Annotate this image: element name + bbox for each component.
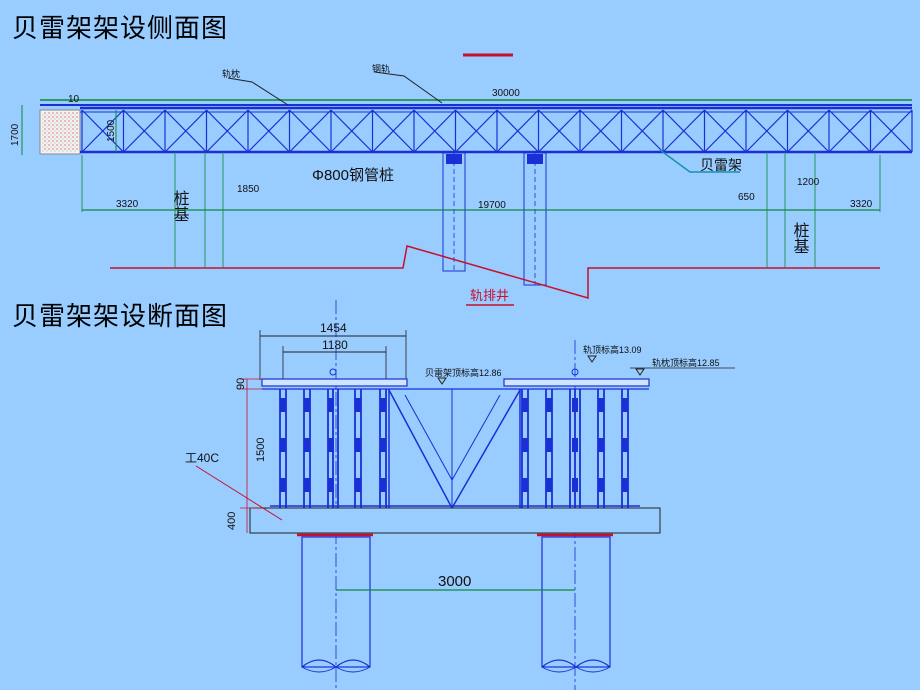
bailey-connector: [598, 438, 604, 452]
bailey-connector: [304, 398, 310, 412]
bailey-connector: [622, 478, 628, 492]
pile-foundation-left-label: 桩基: [171, 190, 190, 222]
steel-rail-leader: [374, 71, 443, 104]
truss-diagonal: [662, 109, 705, 153]
truss-diagonal: [164, 109, 207, 153]
side-view-title: 贝雷架架设侧面图: [12, 14, 229, 44]
left-height-dim: 1700: [10, 123, 21, 146]
truss-web: [81, 109, 913, 153]
pile-cap-2: [527, 154, 543, 164]
side-view: 轨枕 钢轨 30000 10 1700 1500 桩基 桩基 Φ800钢管桩 贝…: [10, 53, 913, 306]
bailey-connector: [280, 438, 286, 452]
bailey-connector: [380, 438, 386, 452]
bailey-connector: [598, 478, 604, 492]
bailey-connector: [546, 438, 552, 452]
main-span-dim: 19700: [478, 200, 506, 211]
tie-top-elevation-label: 轨枕顶标高12.85: [652, 357, 720, 368]
section-pile-right: [541, 536, 611, 668]
bailey-connector: [304, 478, 310, 492]
bailey-connector: [522, 398, 528, 412]
truss-diagonal: [372, 109, 415, 153]
left-span-dim: 3320: [116, 199, 139, 210]
rail-top-elevation-label: 轨顶标高13.09: [583, 344, 642, 355]
bailey-connector: [355, 438, 361, 452]
cap-height-dim: 400: [226, 512, 238, 530]
pile-spacing-dim: 3000: [438, 573, 471, 590]
deck-plate-left: [261, 378, 408, 387]
rail-leader: [227, 77, 289, 106]
pile-cap-1: [446, 154, 462, 164]
bailey-connector: [572, 478, 578, 492]
truss-diagonal: [579, 109, 622, 153]
deck-height-dim: 90: [235, 378, 247, 390]
pile-foundation-right-label: 桩基: [791, 222, 810, 254]
bailey-connector: [572, 398, 578, 412]
bailey-connector: [355, 478, 361, 492]
truss-diagonal: [289, 109, 332, 153]
width-inner-dim: 1180: [322, 338, 348, 352]
section-truss-height-dim: 1500: [255, 438, 267, 462]
right-gap-dim: 650: [738, 192, 755, 203]
beam-type-leader: [195, 465, 283, 521]
bailey-leader: [659, 149, 740, 173]
abutment-hatch: [42, 112, 78, 152]
truss-diagonal: [413, 109, 456, 153]
bailey-connector: [328, 478, 334, 492]
truss-diagonal: [538, 109, 581, 153]
beam-cap: [249, 507, 661, 534]
bailey-connector: [522, 438, 528, 452]
width-outer-dim: 1454: [320, 321, 347, 335]
bailey-connector: [380, 398, 386, 412]
section-view-title: 贝雷架架设断面图: [12, 302, 229, 332]
bailey-connector: [546, 398, 552, 412]
ground-profile: [110, 245, 880, 299]
truss-diagonal: [621, 109, 664, 153]
truss-diagonal: [455, 109, 498, 153]
top-elevation-label: 贝雷架顶标高12.86: [425, 367, 502, 378]
truss-diagonal: [745, 109, 788, 153]
truss-diagonal: [787, 109, 830, 153]
truss-diagonal: [704, 109, 747, 153]
left-gap-dim: 1850: [237, 184, 260, 195]
shaft-label: 轨排井: [470, 289, 509, 304]
bailey-connector: [522, 478, 528, 492]
right-rise-dim: 1200: [797, 177, 820, 188]
bailey-connector: [622, 398, 628, 412]
truss-diagonal: [330, 109, 373, 153]
pile-type-label: Φ800钢管桩: [312, 167, 394, 184]
total-length-dim: 30000: [492, 88, 520, 99]
truss-diagonal: [81, 109, 124, 153]
section-view: 1454 1180 贝雷架顶标高12.86 轨顶标高13.09 轨枕顶标高12.…: [185, 300, 735, 690]
steel-rail-label: 钢轨: [372, 63, 390, 74]
beam-type-label: 工40C: [185, 451, 219, 465]
bailey-connector: [380, 478, 386, 492]
truss-diagonal: [206, 109, 249, 153]
section-verticals: [279, 389, 629, 508]
truss-diagonal: [123, 109, 166, 153]
bailey-connector: [328, 398, 334, 412]
bailey-connector: [304, 438, 310, 452]
right-span-dim: 3320: [850, 199, 873, 210]
truss-diagonal: [828, 109, 871, 153]
bailey-connector: [598, 398, 604, 412]
bailey-connector: [355, 398, 361, 412]
rail-label: 轨枕: [222, 68, 240, 79]
deck-plate-right: [503, 378, 650, 387]
bailey-connector: [622, 438, 628, 452]
bailey-frame-label: 贝雷架: [700, 158, 742, 174]
top-offset-dim: 10: [68, 94, 80, 105]
truss-diagonal: [247, 109, 290, 153]
bailey-connector: [280, 478, 286, 492]
truss-height-dim: 1500: [106, 119, 117, 142]
truss-diagonal: [870, 109, 913, 153]
bailey-connector: [546, 478, 552, 492]
bailey-connector: [328, 438, 334, 452]
bailey-connector: [572, 438, 578, 452]
bailey-connector: [280, 398, 286, 412]
truss-diagonal: [496, 109, 539, 153]
